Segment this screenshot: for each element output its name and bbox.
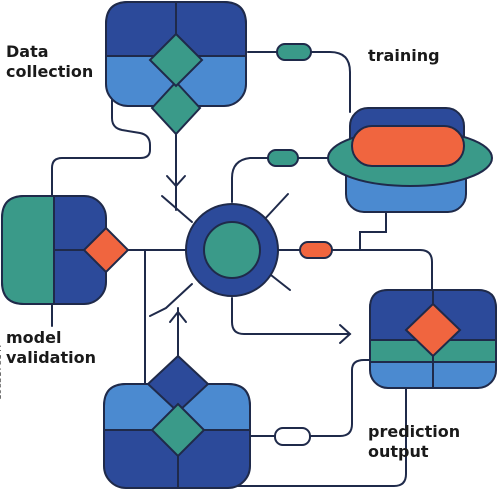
arrow-down-head [166, 175, 186, 188]
model-validation-label-line-1: model [6, 328, 62, 347]
output-node [103, 354, 251, 489]
training-label: training [368, 46, 440, 65]
prediction-output-label: prediction output [368, 422, 460, 462]
connector-orange-pill-to-prediction [331, 249, 433, 291]
connector-hub-to-prediction [231, 297, 351, 335]
connector-to-training-bottom [359, 211, 387, 251]
orange-pill [299, 241, 333, 259]
connector-white-pill-to-prediction [309, 359, 373, 437]
teal-pill-top [276, 43, 312, 61]
prediction-node [369, 289, 497, 389]
data-collection-label-line-1: Data [6, 42, 49, 61]
teal-pill-middle [267, 149, 299, 167]
connector-pill-to-training [310, 51, 351, 113]
side-id-text: 1983178147 [0, 342, 4, 400]
arrow-up-head [169, 310, 187, 323]
connector-hub-to-teal-pill [231, 157, 269, 203]
central-hub [185, 203, 279, 297]
model-validation-label: model validation [6, 328, 96, 368]
model-validation-node [1, 195, 130, 305]
model-validation-label-line-2: validation [6, 348, 96, 367]
hub-spoke-upper-right [261, 193, 289, 223]
hub-spoke-upper-left [161, 195, 193, 223]
data-collection-label-line-2: collection [6, 62, 94, 81]
prediction-output-label-line-2: output [368, 442, 429, 461]
training-node [327, 107, 493, 213]
connector-lines [51, 51, 433, 487]
prediction-output-label-line-1: prediction [368, 422, 461, 441]
connector-collection-to-validation [51, 99, 151, 197]
data-collection-label: Data collection [6, 42, 93, 82]
white-pill [274, 427, 311, 446]
arrow-right-head [339, 324, 352, 344]
hub-spoke-lower-left [149, 283, 193, 317]
data-collection-node [105, 1, 247, 136]
